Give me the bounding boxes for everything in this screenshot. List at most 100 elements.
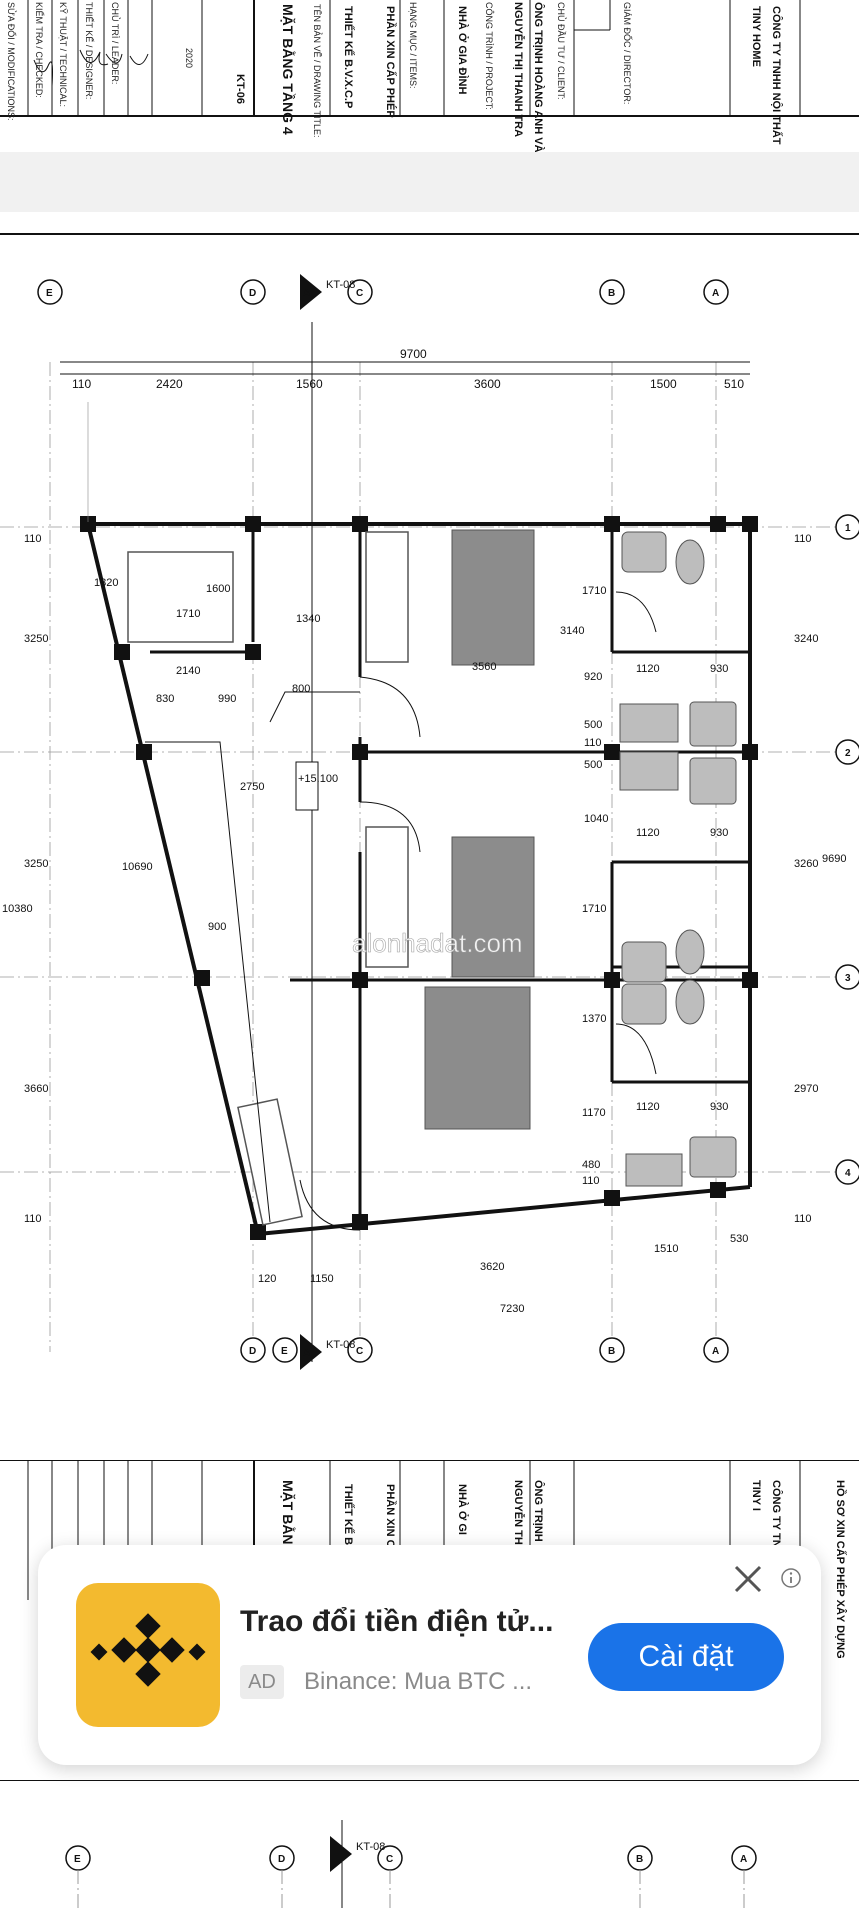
dim-left-2: 3250 xyxy=(24,858,48,870)
dim-right-0: 110 xyxy=(794,533,812,545)
title-block-top-frame xyxy=(0,0,859,117)
next-section-mark: KT-08 xyxy=(356,1841,385,1853)
dim-inner-0: 1600 xyxy=(206,583,230,595)
grid-3: 3 xyxy=(845,973,851,984)
dim-top-2: 1560 xyxy=(296,377,323,391)
dim-bottom-1: 1150 xyxy=(310,1273,334,1285)
client-line-2: NGUYỄN THỊ THANH TRA xyxy=(512,2,524,138)
dim-right-1: 3240 xyxy=(794,633,818,645)
dim-inner-15: 110 xyxy=(584,737,602,749)
grid-2: 2 xyxy=(845,748,851,759)
grid-C-bottom: C xyxy=(356,1346,363,1357)
section-letter-top: A xyxy=(303,288,310,299)
next-grid-A: A xyxy=(740,1854,747,1865)
ad-banner[interactable]: Trao đổi tiền điện tử... AD Binance: Mua… xyxy=(38,1545,821,1765)
dim-left-4: 110 xyxy=(24,1213,42,1225)
dim-inner-21: 10690 xyxy=(122,861,153,873)
section-mark-top: KT-08 xyxy=(326,279,355,291)
section-mark-bottom: KT-08 xyxy=(326,1339,355,1351)
dim-inner-17: 1040 xyxy=(584,813,608,825)
next-grid-E: E xyxy=(74,1854,81,1865)
dim-inner-29: 110 xyxy=(582,1175,600,1187)
sheet-date: 2020 xyxy=(184,48,194,69)
project-label: CÔNG TRÌNH / PROJECT: xyxy=(484,2,494,110)
role-technical: KỸ THUẬT / TECHNICAL: xyxy=(58,2,68,108)
dim-inner-6: 990 xyxy=(218,693,236,705)
dim-left-3: 3660 xyxy=(24,1083,48,1095)
dim-inner-4: 2140 xyxy=(176,665,200,677)
section-letter-bottom: A xyxy=(303,1348,310,1359)
drawing-page-main: 9700 110 2420 1560 3600 1500 510 1600 17… xyxy=(0,222,859,1452)
dim-inner-2: 1820 xyxy=(94,577,118,589)
dim-inner-16: 500 xyxy=(584,759,602,771)
dim-inner-23: 1710 xyxy=(582,903,606,915)
bottom-project: NHÀ Ở GI xyxy=(456,1484,468,1535)
grid-A-bottom: A xyxy=(712,1346,719,1357)
install-button[interactable]: Cài đặt xyxy=(588,1623,784,1691)
dim-right-4: 110 xyxy=(794,1213,812,1225)
dim-left-total: 10380 xyxy=(2,903,33,915)
dim-inner-1: 1710 xyxy=(176,608,200,620)
drawing-title: THIẾT KẾ B.V.X.C.P xyxy=(342,6,354,109)
ad-subtitle[interactable]: Binance: Mua BTC ... xyxy=(304,1668,533,1695)
dim-bottom-0: 120 xyxy=(258,1273,276,1285)
level-mark: +15.100 xyxy=(298,773,338,785)
grid-B-top: B xyxy=(608,288,615,299)
next-grid-B: B xyxy=(636,1854,643,1865)
dim-inner-14: 500 xyxy=(584,719,602,731)
company-line-2: TINY HOME xyxy=(750,6,762,67)
dim-inner-3: 1340 xyxy=(296,613,320,625)
binance-logo-icon[interactable] xyxy=(76,1583,220,1727)
client-label: CHỦ ĐẦU TƯ / CLIENT: xyxy=(556,2,566,100)
dim-inner-8: 3560 xyxy=(472,661,496,673)
dim-inner-28: 480 xyxy=(582,1159,600,1171)
dim-inner-19: 930 xyxy=(710,827,728,839)
bottom-permit: HỒ SƠ XIN CẤP PHÉP XÂY DỰNG xyxy=(834,1480,846,1659)
bottom-drawing-title: THIẾT KẾ B xyxy=(342,1484,354,1546)
close-icon[interactable] xyxy=(728,1559,768,1599)
dim-inner-20: 2750 xyxy=(240,781,264,793)
items-value: PHẦN XIN CẤP PHÉP xyxy=(384,6,396,118)
dim-inner-27: 930 xyxy=(710,1101,728,1113)
sheet-title: MẶT BẰNG TẦNG 4 xyxy=(280,4,296,135)
dim-top-3: 3600 xyxy=(474,377,501,391)
dim-top-4: 1500 xyxy=(650,377,677,391)
drawing-page-top: SỬA ĐỔI / MODIFICATIONS: KIỂM TRA / CHEC… xyxy=(0,0,859,171)
dim-right-3: 2970 xyxy=(794,1083,818,1095)
project-value: NHÀ Ở GIA ĐÌNH xyxy=(456,6,468,95)
items-label: HẠNG MỤC / ITEMS: xyxy=(408,2,418,89)
floor-plan-frame xyxy=(0,233,859,235)
dim-inner-7: 800 xyxy=(292,683,310,695)
grid-A-top: A xyxy=(712,288,719,299)
role-designer: THIẾT KẾ / DESIGNER: xyxy=(84,2,94,100)
dim-top-0: 110 xyxy=(72,377,91,391)
grid-1: 1 xyxy=(845,523,851,534)
sheet-number: KT-06 xyxy=(234,74,246,104)
dim-bottom-2: 3620 xyxy=(480,1261,504,1273)
role-checked: KIỂM TRA / CHECKED: xyxy=(34,2,44,98)
modifications-label: SỬA ĐỔI / MODIFICATIONS: xyxy=(6,2,16,121)
grid-D-top: D xyxy=(249,288,256,299)
ad-badge: AD xyxy=(240,1665,284,1699)
dim-inner-24: 1370 xyxy=(582,1013,606,1025)
dim-top-1: 2420 xyxy=(156,377,183,391)
dim-left-1: 3250 xyxy=(24,633,48,645)
dim-top-5: 510 xyxy=(724,377,744,391)
dim-left-0: 110 xyxy=(24,533,42,545)
dim-bottom-4: 530 xyxy=(730,1233,748,1245)
dim-right-total: 9690 xyxy=(822,853,846,865)
company-line-1: CÔNG TY TNHH NỘI THẤT xyxy=(770,6,782,145)
page-separator xyxy=(0,152,859,212)
next-grid-C: C xyxy=(386,1854,393,1865)
dim-bottom-3: 1510 xyxy=(654,1243,678,1255)
next-grid-D: D xyxy=(278,1854,285,1865)
watermark: alonhadat.com xyxy=(352,928,523,958)
info-icon[interactable] xyxy=(780,1567,802,1589)
dim-inner-22: 900 xyxy=(208,921,226,933)
ad-title[interactable]: Trao đổi tiền điện tử... xyxy=(240,1605,554,1638)
client-line-1: ÔNG TRỊNH HOÀNG ANH VÀ BÀ xyxy=(532,2,544,172)
bottom-items: PHẦN XIN C xyxy=(384,1484,396,1548)
role-leader: CHỦ TRÌ / LEADER: xyxy=(110,2,120,85)
dim-inner-10: 3140 xyxy=(560,625,584,637)
bottom-company-2: TINY I xyxy=(750,1480,762,1511)
